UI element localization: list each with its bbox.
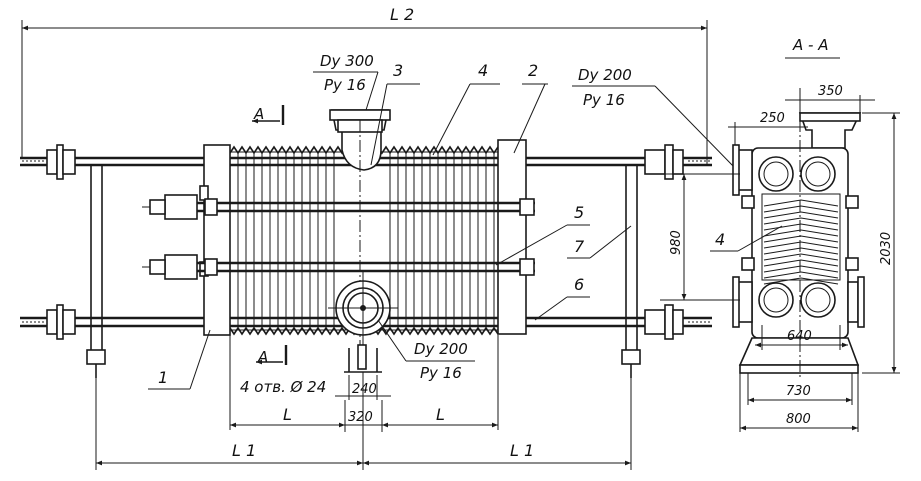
callout-6: 6 — [574, 275, 584, 294]
dim-L-right: L — [436, 405, 445, 424]
section-callout-4: 4 — [715, 230, 725, 249]
dim-250: 250 — [760, 111, 785, 126]
L2-label: L 2 — [390, 5, 414, 24]
callouts: 3 4 2 5 7 6 1 — [148, 61, 632, 390]
section-view: А - А — [660, 36, 900, 432]
bottom-nozzle-pn: Py 16 — [420, 364, 462, 382]
dim-240: 240 — [352, 382, 377, 397]
dim-2030: 2030 — [879, 232, 894, 265]
chevron-line — [763, 241, 839, 249]
center-foot — [344, 344, 382, 373]
top-nozzle — [329, 109, 391, 345]
dim-L-left: L — [283, 405, 292, 424]
callout-4: 4 — [478, 61, 488, 80]
fixed-plate — [199, 144, 231, 336]
section-mark-bottom: А — [257, 348, 268, 366]
chevron-line — [763, 235, 839, 243]
chevron-line — [763, 265, 839, 273]
bottom-nozzle — [328, 272, 398, 345]
callout-2: 2 — [528, 61, 538, 80]
callout-1: 1 — [158, 368, 168, 387]
section-title: А - А — [792, 36, 828, 54]
right-nozzle-pn: Py 16 — [583, 91, 625, 109]
pressure-plate — [497, 139, 527, 335]
chevron-line — [763, 205, 839, 213]
chevron-line — [763, 211, 839, 219]
lower-dimensions: 240 L L 320 L 1 L 1 — [96, 330, 631, 470]
dim-350: 350 — [818, 84, 843, 99]
chevron-line — [763, 199, 839, 207]
top-nozzle-pn: Py 16 — [324, 76, 366, 94]
chevron-line — [763, 277, 839, 285]
callout-3: 3 — [393, 61, 403, 80]
dim-L1-right: L 1 — [510, 441, 534, 460]
bottom-nozzle-dn: Dy 200 — [414, 340, 468, 358]
callout-5: 5 — [574, 203, 584, 222]
chevron-line — [763, 229, 839, 237]
section-marks: А А — [252, 105, 288, 366]
chevron-line — [763, 247, 839, 255]
chevron-line — [763, 271, 839, 279]
right-nozzle-dn: Dy 200 — [578, 66, 632, 84]
chevron-line — [763, 217, 839, 225]
chevron-line — [763, 259, 839, 267]
dim-730: 730 — [786, 384, 811, 399]
dim-L1-left: L 1 — [232, 441, 256, 460]
dimension-L2: L 2 — [21, 5, 708, 165]
dim-320: 320 — [348, 410, 373, 425]
chevron-line — [763, 223, 839, 231]
dim-800: 800 — [786, 412, 811, 427]
holes-label: 4 отв. Ø 24 — [240, 378, 326, 396]
dim-980: 980 — [669, 230, 684, 255]
top-nozzle-dn: Dy 300 — [320, 52, 374, 70]
compression-bolts — [142, 194, 535, 280]
dim-640: 640 — [787, 329, 812, 344]
section-mark-top: А — [253, 105, 264, 123]
chevron-line — [763, 253, 839, 261]
support-legs — [86, 165, 641, 470]
callout-7: 7 — [574, 237, 585, 256]
nozzle-labels: Dy 300 Py 16 Dy 200 Py 16 Dy 200 Py 16 4… — [240, 52, 736, 396]
